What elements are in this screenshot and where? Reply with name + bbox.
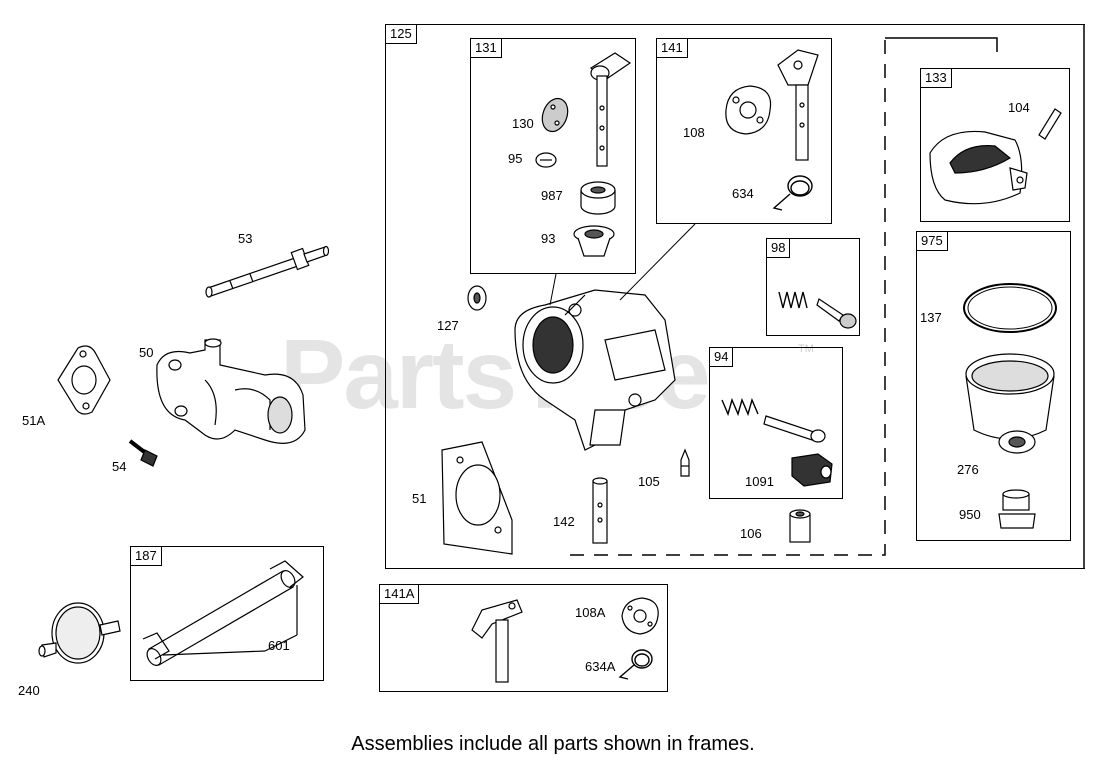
part-127-washer <box>467 285 487 311</box>
trademark-mark: TM <box>798 343 814 355</box>
frame-94-tag: 94 <box>709 347 734 367</box>
label-601: 601 <box>268 638 290 653</box>
part-94-spring <box>721 397 759 417</box>
label-53: 53 <box>238 231 253 246</box>
part-975-o-ring <box>963 283 1057 333</box>
label-50: 50 <box>139 345 154 360</box>
part-133-float <box>929 130 1028 205</box>
part-51-gasket <box>441 441 513 555</box>
part-276-washer <box>998 430 1036 454</box>
part-141a-choke-shaft <box>471 599 523 683</box>
frame-98 <box>766 238 860 336</box>
part-53-fuel-pipe <box>205 245 330 298</box>
label-142: 142 <box>553 514 575 529</box>
label-108: 108 <box>683 125 705 140</box>
frame-187-tag: 187 <box>130 546 162 566</box>
part-51a-gasket <box>57 345 111 415</box>
part-950-bowl-nut <box>998 489 1036 529</box>
part-142-emulsion-tube <box>592 477 608 544</box>
carburetor-body <box>514 289 676 451</box>
part-54-screw <box>128 439 158 467</box>
label-93: 93 <box>541 231 556 246</box>
label-51: 51 <box>412 491 427 506</box>
part-240-fuel-filter <box>38 602 121 664</box>
label-104: 104 <box>1008 100 1030 115</box>
part-105-needle <box>680 448 690 477</box>
part-94-idle-screw <box>763 415 826 443</box>
figure-caption: Assemblies include all parts shown in fr… <box>351 733 755 755</box>
label-51a: 51A <box>22 413 46 428</box>
frame-125-tag: 125 <box>385 24 417 44</box>
part-106-main-jet <box>789 509 811 543</box>
frame-141a-tag: 141A <box>379 584 420 604</box>
frame-975-tag: 975 <box>916 231 948 251</box>
frame-141a <box>379 584 668 692</box>
part-141-choke-shaft <box>777 49 819 161</box>
frame-141-tag: 141 <box>656 38 688 58</box>
frame-131-tag: 131 <box>470 38 502 58</box>
frame-131 <box>470 38 636 274</box>
frame-133 <box>920 68 1070 222</box>
frame-187 <box>130 546 324 681</box>
label-987: 987 <box>541 188 563 203</box>
label-634a: 634A <box>585 659 616 674</box>
part-1091-solenoid <box>791 453 833 487</box>
part-98-spring <box>778 291 808 309</box>
part-131-throttle-shaft <box>589 52 632 167</box>
frame-975 <box>916 231 1071 541</box>
frame-141 <box>656 38 832 224</box>
label-634: 634 <box>732 186 754 201</box>
part-104-float-pin <box>1038 108 1062 140</box>
label-106: 106 <box>740 526 762 541</box>
part-50-intake-elbow <box>156 338 306 444</box>
label-54: 54 <box>112 459 127 474</box>
part-108a-choke-plate <box>621 597 659 635</box>
label-108a: 108A <box>575 605 606 620</box>
part-108-choke-plate <box>725 85 772 135</box>
label-95: 95 <box>508 151 523 166</box>
part-130-throttle-plate <box>541 97 569 133</box>
part-98-screw <box>816 298 857 329</box>
part-95-screw <box>535 152 557 168</box>
part-187-fuel-hose <box>142 560 304 666</box>
frame-133-tag: 133 <box>920 68 952 88</box>
label-127: 127 <box>437 318 459 333</box>
part-975-float-bowl <box>965 353 1055 440</box>
part-987-seal <box>580 181 616 215</box>
frame-125 <box>385 24 1085 569</box>
label-105: 105 <box>638 474 660 489</box>
frame-98-tag: 98 <box>766 238 791 258</box>
label-137: 137 <box>920 310 942 325</box>
part-634-spring <box>772 175 813 211</box>
part-93-bushing <box>573 225 615 257</box>
frame-94 <box>709 347 843 499</box>
label-950: 950 <box>959 507 981 522</box>
label-276: 276 <box>957 462 979 477</box>
label-1091: 1091 <box>745 474 774 489</box>
label-130: 130 <box>512 116 534 131</box>
part-634a-spring <box>618 649 653 680</box>
label-240: 240 <box>18 683 40 698</box>
